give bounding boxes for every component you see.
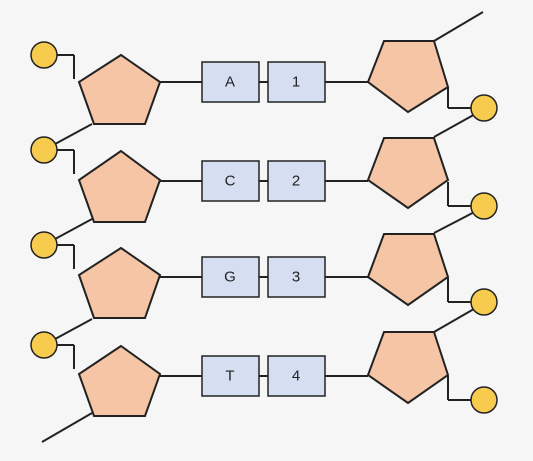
labels: A 1 C 2 G 3 T 4 [224,74,300,385]
base-box-3 [201,256,260,298]
right-sugar-4 [366,331,450,405]
left-phosphate-3 [30,231,58,259]
right-phosphate-2 [470,192,498,220]
pair-label-4: 4 [292,368,300,385]
left-sugars [77,53,162,417]
right-sugar-2 [366,137,450,210]
left-sugar-2 [77,149,162,223]
row-connectors [158,81,368,377]
base-box-1 [201,61,260,103]
left-phosphate-4 [30,331,58,359]
pair-box-2 [267,160,326,202]
pair-box-4 [267,355,326,397]
left-phosphate-1 [30,41,58,69]
right-phosphate-3 [470,288,498,316]
base-label-3: G [224,269,236,286]
pair-label-3: 3 [292,269,300,286]
pair-box-1 [267,61,326,103]
right-phosphates [470,94,498,414]
base-box-2 [201,160,260,202]
base-label-1: A [225,74,235,91]
left-sugar-3 [77,246,162,319]
base-box-4 [201,355,260,397]
left-sugar-4 [77,344,162,417]
right-phosphate-4 [470,386,498,414]
left-phosphate-2 [30,136,58,164]
right-sugar-3 [366,233,450,307]
pair-box-3 [267,256,326,298]
left-phosphates [30,41,58,359]
base-label-2: C [225,173,236,190]
right-phosphate-1 [470,94,498,122]
pair-label-1: 1 [292,74,300,91]
right-sugars [366,40,450,405]
base-label-4: T [225,368,234,385]
left-sugar-1 [77,53,162,125]
right-sugar-1 [366,40,450,114]
pair-label-2: 2 [292,173,300,190]
base-boxes [201,61,326,397]
